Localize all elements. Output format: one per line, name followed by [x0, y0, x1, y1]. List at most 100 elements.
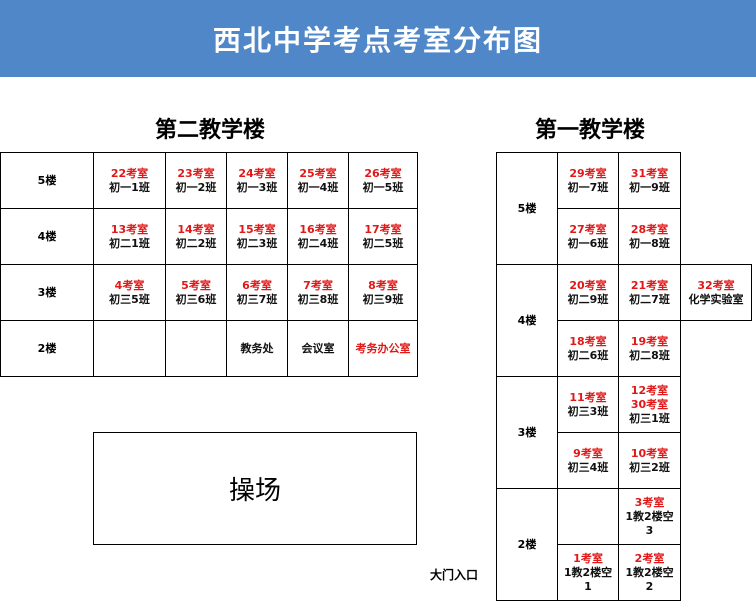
exam-room-number: 22考室: [110, 166, 149, 180]
class-name: 初一1班: [109, 180, 150, 194]
exam-room-number: 18考室: [569, 334, 607, 348]
class-name: 初三9班: [362, 292, 404, 306]
class-name: 初三2班: [629, 460, 670, 474]
exam-room-number: 考务办公室: [355, 341, 411, 355]
class-name: 初三1班: [629, 411, 670, 425]
classroom-cell: 26考室初一5班: [348, 152, 418, 209]
classroom-cell: 21考室初二7班: [618, 264, 681, 321]
floor-label-text: 3楼: [517, 425, 537, 439]
exam-room-number: 24考室: [238, 166, 276, 180]
floor-label: 3楼: [0, 264, 94, 321]
classroom-cell: 13考室初二1班: [93, 208, 166, 265]
exam-room-number: 15考室: [238, 222, 276, 236]
classroom-cell: [165, 320, 227, 377]
floor-label-text: 5楼: [37, 173, 57, 187]
classroom-cell: 23考室初一2班: [165, 152, 227, 209]
exam-room-number: 4考室: [114, 278, 145, 292]
classroom-cell: 19考室初二8班: [618, 320, 681, 377]
classroom-cell: 32考室化学实验室: [680, 264, 752, 321]
classroom-cell: 4考室初三5班: [93, 264, 166, 321]
playground-label: 操场: [228, 476, 281, 506]
exam-room-number: 17考室: [364, 222, 402, 236]
class-name: 初一6班: [567, 236, 609, 250]
exam-room-number: 32考室: [697, 278, 735, 292]
floor-label: 2楼: [496, 488, 558, 601]
floor-label-text: 4楼: [37, 229, 57, 243]
class-name: 教务处: [240, 341, 274, 355]
exam-room-number: 16考室: [299, 222, 337, 236]
class-name: 初一5班: [362, 180, 404, 194]
exam-room-number: 1考室: [573, 551, 603, 565]
gate-entrance: 大门入口: [430, 568, 479, 582]
classroom-cell: 7考室初三8班: [287, 264, 349, 321]
exam-room-number: 21考室: [630, 278, 669, 292]
floor-label-text: 5楼: [517, 201, 537, 215]
class-name: 初二3班: [236, 236, 278, 250]
classroom-cell: 16考室初二4班: [287, 208, 349, 265]
exam-room-number: 14考室: [177, 222, 215, 236]
classroom-cell: 教务处: [226, 320, 288, 377]
class-name: 初二8班: [629, 348, 670, 362]
playground: 操场: [93, 432, 417, 545]
class-name: 初二7班: [629, 292, 670, 306]
floor-label: 2楼: [0, 320, 94, 377]
classroom-cell: 会议室: [287, 320, 349, 377]
classroom-cell: 20考室初二9班: [557, 264, 619, 321]
classroom-cell: 24考室初一3班: [226, 152, 288, 209]
exam-room-number: 23考室: [177, 166, 215, 180]
class-name: 初二9班: [567, 292, 609, 306]
classroom-cell: 10考室初三2班: [618, 432, 681, 489]
exam-room-number: 20考室: [569, 278, 607, 292]
page-title: 西北中学考点考室分布图: [212, 23, 543, 57]
classroom-cell: 18考室初二6班: [557, 320, 619, 377]
class-name: 初三7班: [236, 292, 278, 306]
class-name: 1教2楼空 3: [625, 509, 674, 537]
classroom-cell: 14考室初二2班: [165, 208, 227, 265]
exam-room-number: 6考室: [242, 278, 272, 292]
exam-room-number: 29考室: [569, 166, 607, 180]
classroom-cell: 9考室初三4班: [557, 432, 619, 489]
class-name: 初一4班: [297, 180, 339, 194]
classroom-cell: [93, 320, 166, 377]
floor-label: 4楼: [0, 208, 94, 265]
floor-label: 5楼: [0, 152, 94, 209]
class-name: 初一2班: [175, 180, 217, 194]
building1-title: 第一教学楼: [534, 117, 645, 143]
exam-room-number: 7考室: [303, 278, 333, 292]
floor-label: 5楼: [496, 152, 558, 265]
classroom-cell: 15考室初二3班: [226, 208, 288, 265]
class-name: 1教2楼空 1: [563, 565, 613, 593]
classroom-cell: [557, 488, 619, 545]
exam-room-number: 11考室: [569, 390, 607, 404]
classroom-cell: 25考室初一4班: [287, 152, 349, 209]
building2-title: 第二教学楼: [154, 117, 265, 143]
classroom-cell: 8考室初三9班: [348, 264, 418, 321]
classroom-cell: 5考室初三6班: [165, 264, 227, 321]
exam-room-number: 31考室: [630, 166, 669, 180]
classroom-cell: 28考室初一8班: [618, 208, 681, 265]
class-name: 初一8班: [629, 236, 670, 250]
floor-label-text: 2楼: [37, 341, 57, 355]
floor-label: 3楼: [496, 376, 558, 489]
exam-room-number: 19考室: [630, 334, 669, 348]
class-name: 初二1班: [109, 236, 150, 250]
class-name: 初二5班: [362, 236, 404, 250]
class-name: 初三4班: [567, 460, 609, 474]
exam-room-number: 27考室: [569, 222, 607, 236]
classroom-cell: 17考室初二5班: [348, 208, 418, 265]
class-name: 初二4班: [297, 236, 339, 250]
class-name: 会议室: [301, 341, 335, 355]
class-name: 初二6班: [567, 348, 609, 362]
classroom-cell: 12考室 30考室初三1班: [618, 376, 681, 433]
classroom-cell: 6考室初三7班: [226, 264, 288, 321]
exam-room-number: 2考室: [634, 551, 665, 565]
class-name: 初一7班: [567, 180, 609, 194]
floor-label: 4楼: [496, 264, 558, 377]
exam-room-number: 12考室 30考室: [630, 383, 669, 411]
classroom-cell: 29考室初一7班: [557, 152, 619, 209]
classroom-cell: 27考室初一6班: [557, 208, 619, 265]
class-name: 初二2班: [175, 236, 217, 250]
